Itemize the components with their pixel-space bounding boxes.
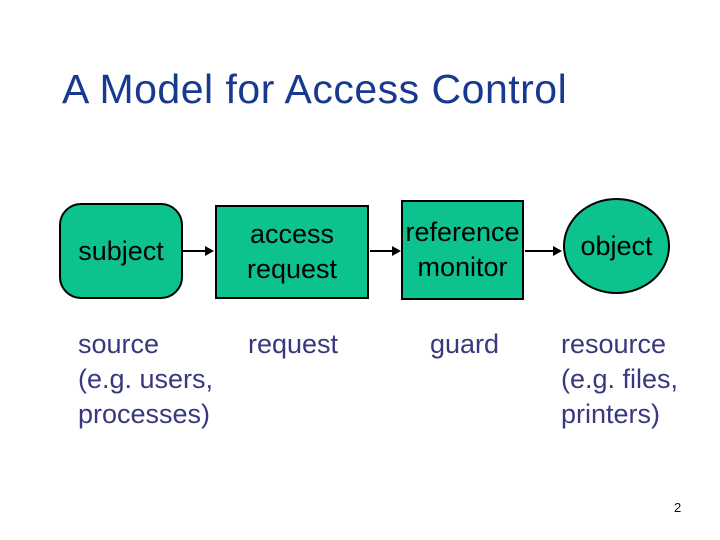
caption-access-request: request [248, 327, 338, 362]
node-access-request-label-line2: request [246, 254, 338, 284]
arrow-reference-monitor-to-object [525, 246, 562, 256]
node-access-request-label-line1: access [249, 219, 335, 249]
caption-subject: source (e.g. users, processes) [78, 327, 213, 432]
arrow-subject-to-access-request [183, 246, 214, 256]
page-number: 2 [674, 500, 682, 515]
node-reference-monitor-label-line1: reference [405, 217, 520, 247]
arrow-access-request-to-reference-monitor [370, 246, 401, 256]
node-reference-monitor: reference monitor [401, 200, 524, 300]
caption-object-line1: resource [561, 329, 667, 359]
caption-object: resource (e.g. files, printers) [561, 327, 678, 432]
caption-access-request-line1: request [248, 329, 339, 359]
caption-object-line2: (e.g. files, [561, 364, 679, 394]
node-object: object [563, 198, 670, 294]
caption-subject-line2: (e.g. users, [78, 364, 214, 394]
caption-subject-line1: source [78, 329, 160, 359]
node-subject-label: subject [78, 235, 164, 266]
node-object-label: object [580, 230, 653, 261]
node-subject: subject [59, 203, 183, 299]
node-reference-monitor-label-line2: monitor [417, 252, 508, 282]
node-access-request: access request [215, 205, 369, 299]
caption-object-line3: printers) [561, 399, 661, 429]
slide-title: A Model for Access Control [62, 66, 568, 112]
caption-subject-line3: processes) [78, 399, 211, 429]
caption-reference-monitor: guard [430, 327, 499, 362]
caption-reference-monitor-line1: guard [430, 329, 500, 359]
